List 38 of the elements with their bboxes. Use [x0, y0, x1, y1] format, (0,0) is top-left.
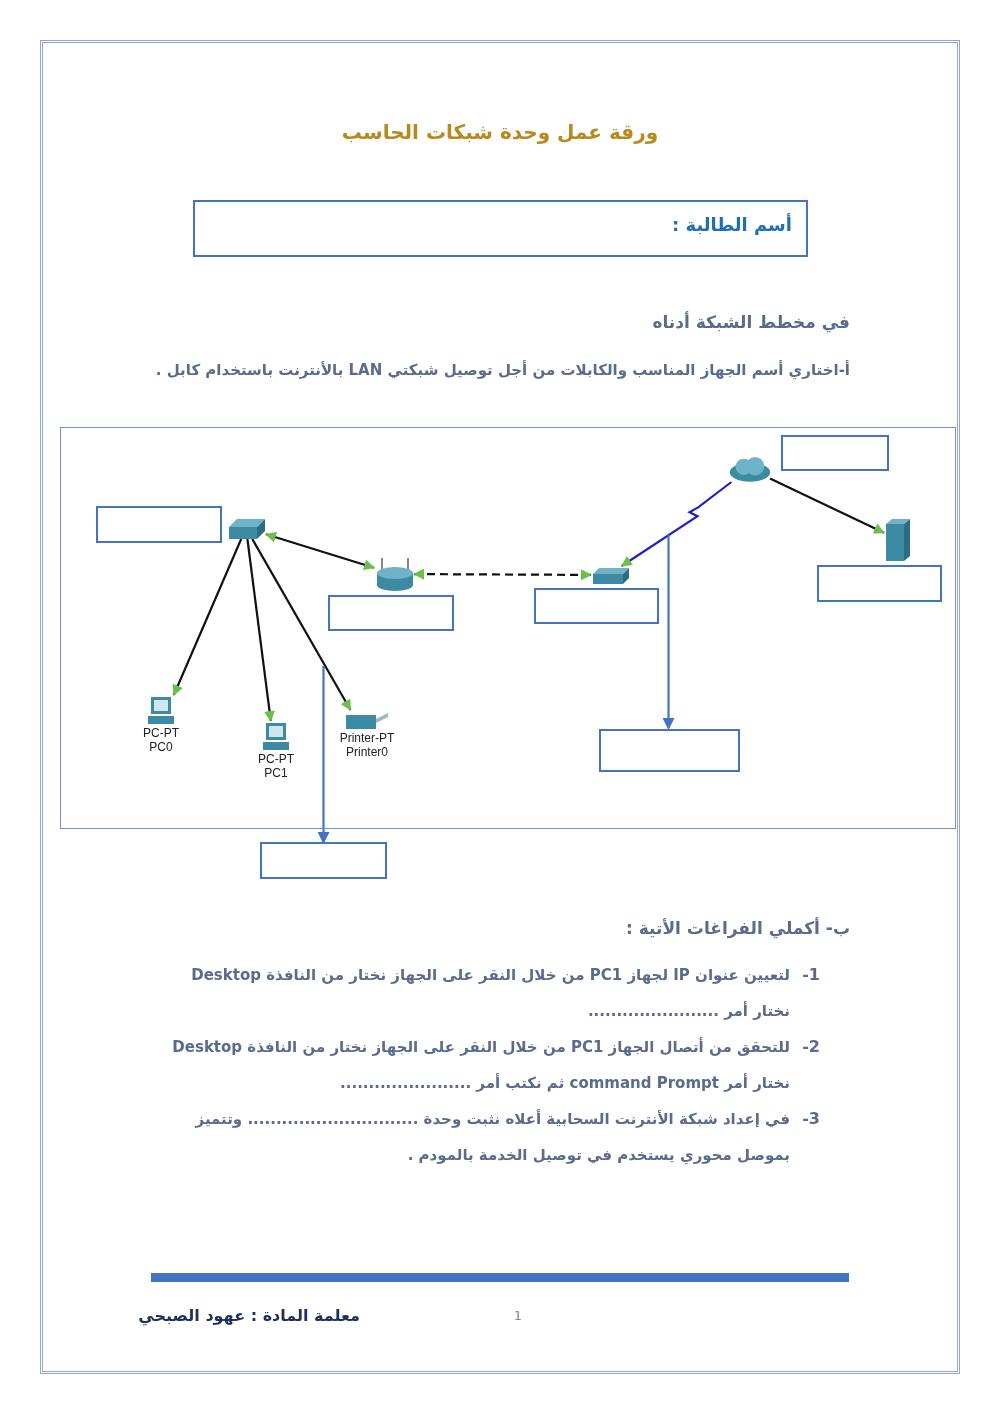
device-label: PC-PT PC1: [257, 752, 295, 780]
device-label: Printer-PT Printer0: [338, 731, 396, 759]
name-field: [193, 200, 808, 257]
switch-icon: [227, 518, 267, 540]
device-label: PC-PT PC0: [142, 726, 180, 754]
cable-line: [769, 477, 885, 534]
question-text: لتعيين عنوان IP لجهاز PC1 من خلال النقر على الجهاز نختار من النافذة Desktop نختار أمر .......................: [190, 965, 790, 1022]
answer-box: [599, 729, 740, 772]
section-heading: في مخطط الشبكة أدناه: [652, 310, 850, 335]
list-number: 1-: [802, 964, 820, 986]
leader-arrow: [662, 535, 675, 730]
modem-icon: [592, 567, 630, 585]
page-number: 1: [513, 1307, 522, 1325]
answer-box: [96, 506, 222, 543]
answer-box: [260, 842, 387, 879]
dashed-cable: [413, 568, 592, 581]
server-icon: [885, 518, 911, 562]
answer-box: [328, 595, 454, 631]
field-label: أسم الطالبة :: [672, 214, 792, 235]
list-number: 3-: [802, 1108, 820, 1130]
section-heading: ب- أكملي الفراغات الأتية :: [626, 916, 850, 941]
router-icon: [375, 557, 415, 593]
leader-arrow: [317, 666, 330, 844]
answer-box: [534, 588, 659, 624]
cloud-icon: [729, 456, 771, 483]
cable-line: [265, 531, 375, 571]
cable-line: [246, 538, 275, 722]
answer-box: [781, 435, 889, 471]
question-text: للتحقق من أتصال الجهاز PC1 من خلال النقر على الجهاز نختار من النافذة Desktop نختار أمر command Prompt ثم نكتب أمر .......................: [171, 1036, 790, 1094]
diagram-frame: [60, 427, 956, 829]
teacher-name: معلمة المادة : عهود الصبحي: [138, 1305, 360, 1328]
cable-line: [251, 538, 352, 711]
cable-line: [172, 538, 243, 696]
question-text: في إعداد شبكة الأنترنت السحابية أعلاه نثبت وحدة .............................. وتتميز بموصل محوري يستخدم في توصيل الخدمة بالمودم .: [194, 1108, 790, 1167]
title: ورقة عمل وحدة شبكات الحاسب: [340, 120, 660, 144]
answer-box: [817, 565, 942, 602]
list-number: 2-: [802, 1036, 820, 1058]
cable-line: [620, 481, 733, 567]
